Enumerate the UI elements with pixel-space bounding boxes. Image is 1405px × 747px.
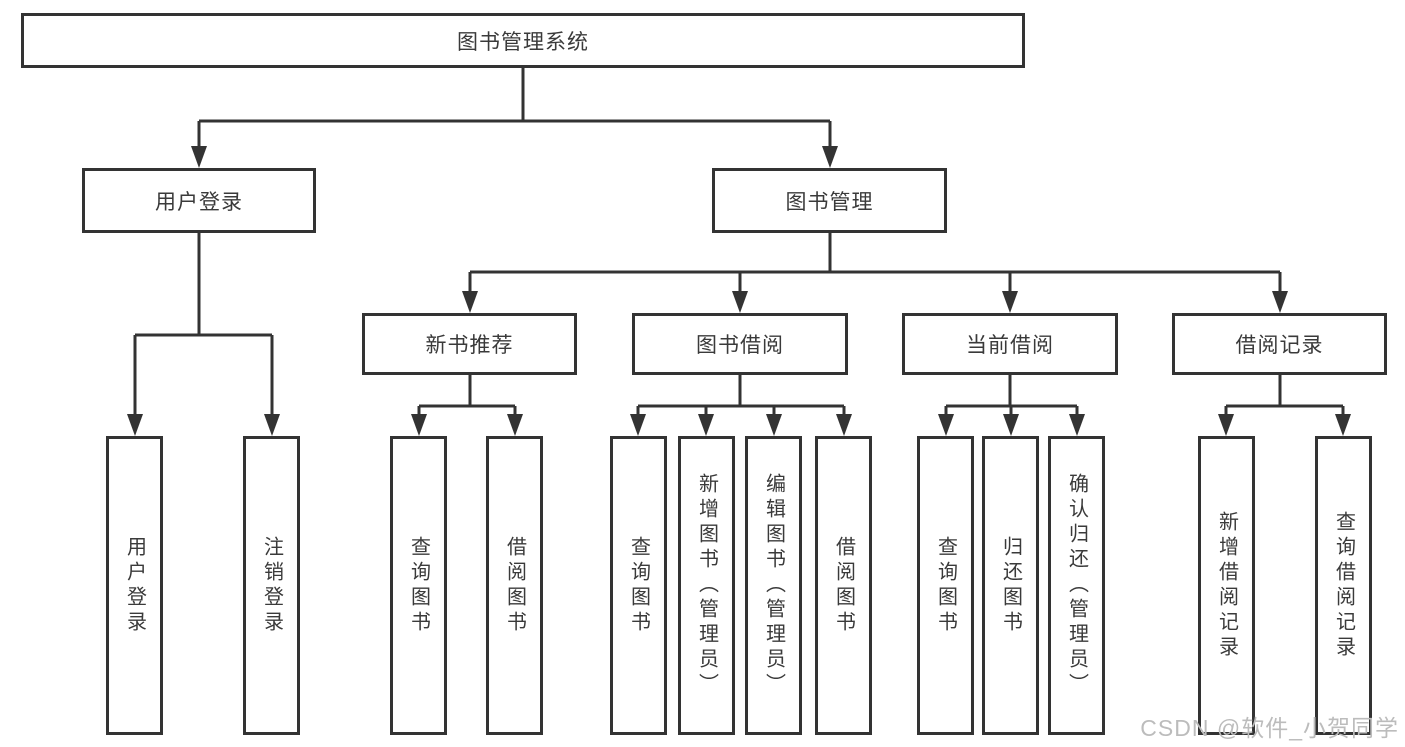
leaf-label: 查询图书 [627, 535, 650, 636]
leaf-logout: 注销登录 [243, 436, 300, 735]
leaf-add-borrow-record: 新增借阅记录 [1198, 436, 1255, 735]
leaf-edit-books-admin: 编辑图书（管理员） [745, 436, 802, 735]
node-label: 图书管理系统 [457, 30, 589, 54]
leaf-label: 用户登录 [123, 535, 146, 636]
leaf-query-borrow-record: 查询借阅记录 [1315, 436, 1372, 735]
node-book-borrowing: 图书借阅 [632, 313, 848, 375]
leaf-return-books: 归还图书 [982, 436, 1039, 735]
leaf-label: 查询图书 [934, 535, 957, 636]
arrowheads [127, 146, 1351, 436]
leaf-label: 归还图书 [999, 535, 1022, 636]
node-borrowing-records: 借阅记录 [1172, 313, 1387, 375]
leaf-label: 确认归还（管理员） [1065, 473, 1088, 698]
leaf-label: 查询图书 [407, 535, 430, 636]
node-label: 图书借阅 [696, 334, 784, 357]
leaf-borrow-books-recommend: 借阅图书 [486, 436, 543, 735]
node-label: 当前借阅 [966, 334, 1054, 357]
leaf-label: 新增借阅记录 [1215, 510, 1238, 661]
leaf-query-books-current: 查询图书 [917, 436, 974, 735]
leaf-query-books-recommend: 查询图书 [390, 436, 447, 735]
node-label: 新书推荐 [425, 334, 514, 357]
leaf-borrow-books: 借阅图书 [815, 436, 872, 735]
node-user-login: 用户登录 [82, 168, 316, 233]
leaf-query-books-borrow: 查询图书 [610, 436, 667, 735]
leaf-label: 借阅图书 [832, 535, 855, 636]
node-book-management: 图书管理 [712, 168, 947, 233]
node-current-borrowing: 当前借阅 [902, 313, 1118, 375]
leaf-add-books-admin: 新增图书（管理员） [678, 436, 735, 735]
leaf-label: 新增图书（管理员） [695, 473, 718, 698]
node-library-management-system: 图书管理系统 [21, 13, 1025, 68]
node-new-book-recommend: 新书推荐 [362, 313, 577, 375]
node-label: 借阅记录 [1235, 334, 1324, 357]
leaf-label: 编辑图书（管理员） [762, 473, 785, 698]
node-label: 图书管理 [785, 190, 874, 214]
leaf-label: 借阅图书 [503, 535, 526, 636]
leaf-user-login: 用户登录 [106, 436, 163, 735]
leaf-confirm-return-admin: 确认归还（管理员） [1048, 436, 1105, 735]
leaf-label: 查询借阅记录 [1332, 510, 1355, 661]
node-label: 用户登录 [155, 190, 243, 214]
leaf-label: 注销登录 [260, 535, 283, 636]
csdn-watermark: CSDN @软件_小贺同学 [1140, 715, 1399, 741]
